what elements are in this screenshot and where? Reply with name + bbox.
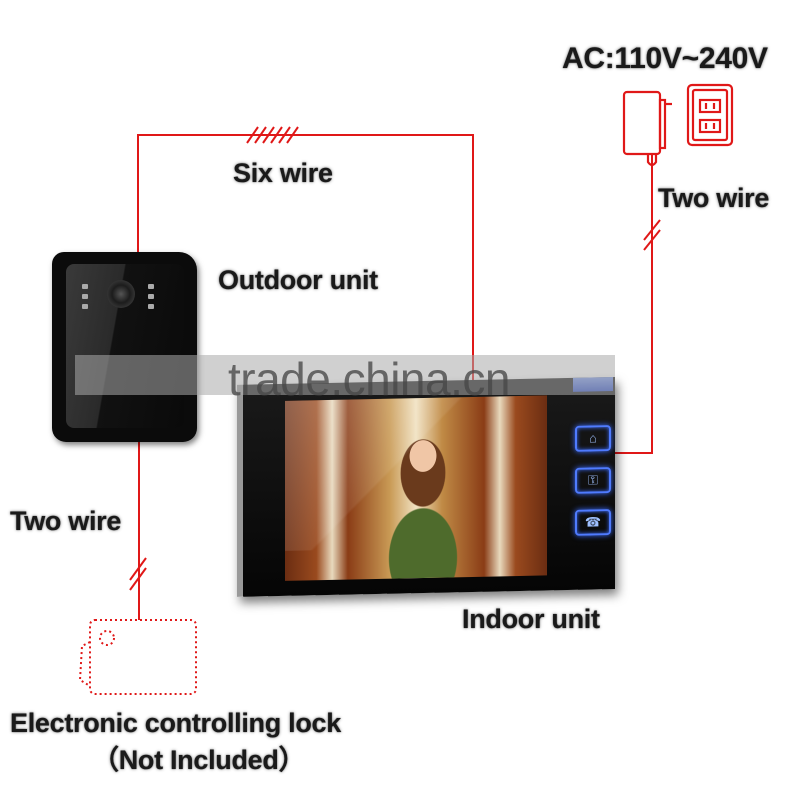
camera-lens: [107, 280, 135, 308]
unlock-button[interactable]: ⚿: [575, 467, 611, 494]
two-wire-lock-label: Two wire: [10, 506, 122, 536]
plug-adapter-icon: [622, 90, 672, 167]
power-supply-label: AC:110V~240V: [562, 42, 768, 75]
monitor-button[interactable]: ⌂: [575, 425, 611, 452]
six-wire-label: Six wire: [233, 158, 333, 188]
outdoor-unit-label: Outdoor unit: [218, 265, 378, 295]
watermark: trade.china.cn: [228, 353, 510, 405]
lock-label: Electronic controlling lock: [10, 708, 341, 738]
outdoor-unit: [52, 252, 197, 442]
monitor-screen: [285, 395, 547, 581]
not-included-label: （Not Included）: [92, 745, 306, 775]
talk-button[interactable]: ☎: [575, 509, 611, 536]
indoor-unit: ⌂ ⚿ ☎: [237, 376, 615, 597]
wall-socket-icon: [686, 83, 734, 147]
doorbell-camera-icon: [52, 252, 197, 442]
video-monitor-icon: ⌂ ⚿ ☎: [237, 376, 615, 597]
lock-icon: [78, 619, 197, 695]
watermark-band: [75, 355, 615, 395]
two-wire-power-label: Two wire: [658, 183, 770, 213]
indoor-unit-label: Indoor unit: [462, 604, 600, 634]
